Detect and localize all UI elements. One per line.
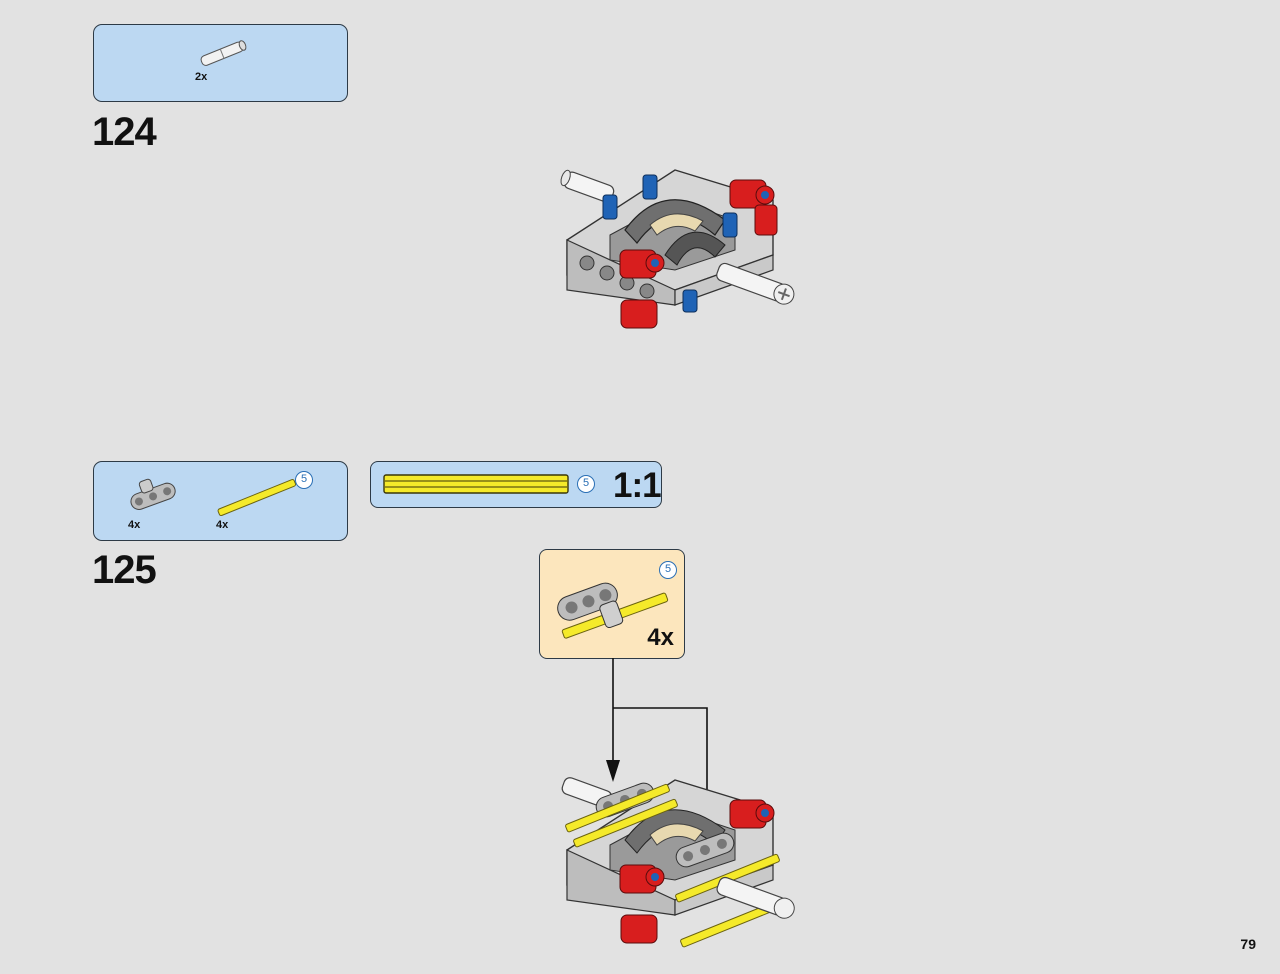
length-badge: 5 [659,561,677,579]
step-number-124: 124 [92,110,157,154]
red-connector-right [729,179,778,236]
yellow-axle-scale-icon [383,474,569,494]
step-number-125: 125 [92,548,157,592]
scale-label: 1:1 [613,466,662,505]
length-badge: 5 [295,471,313,489]
model-step-124-illustration [560,169,795,329]
scale-guide-box: 5 1:1 [370,461,662,508]
gray-beam-3-icon [130,478,176,510]
beam-with-axle-subassembly-icon [557,582,669,639]
part-quantity: 4x [128,519,141,531]
step-124-parts-box: 2x [93,24,348,102]
step-125-parts-box: 4x 4x 5 [93,461,348,541]
white-pin-back-left [560,169,615,203]
length-badge: 5 [577,475,595,493]
model-step-125-illustration [561,777,795,948]
part-quantity: 2x [195,71,208,83]
subassembly-quantity: 4x [647,624,674,651]
page-number: 79 [1240,936,1256,952]
white-axle-connector-icon [200,40,247,66]
yellow-axle-5-icon [217,479,297,517]
part-quantity: 4x [216,519,229,531]
red-connector-front [619,249,665,329]
subassembly-callout: 5 4x [539,549,685,659]
